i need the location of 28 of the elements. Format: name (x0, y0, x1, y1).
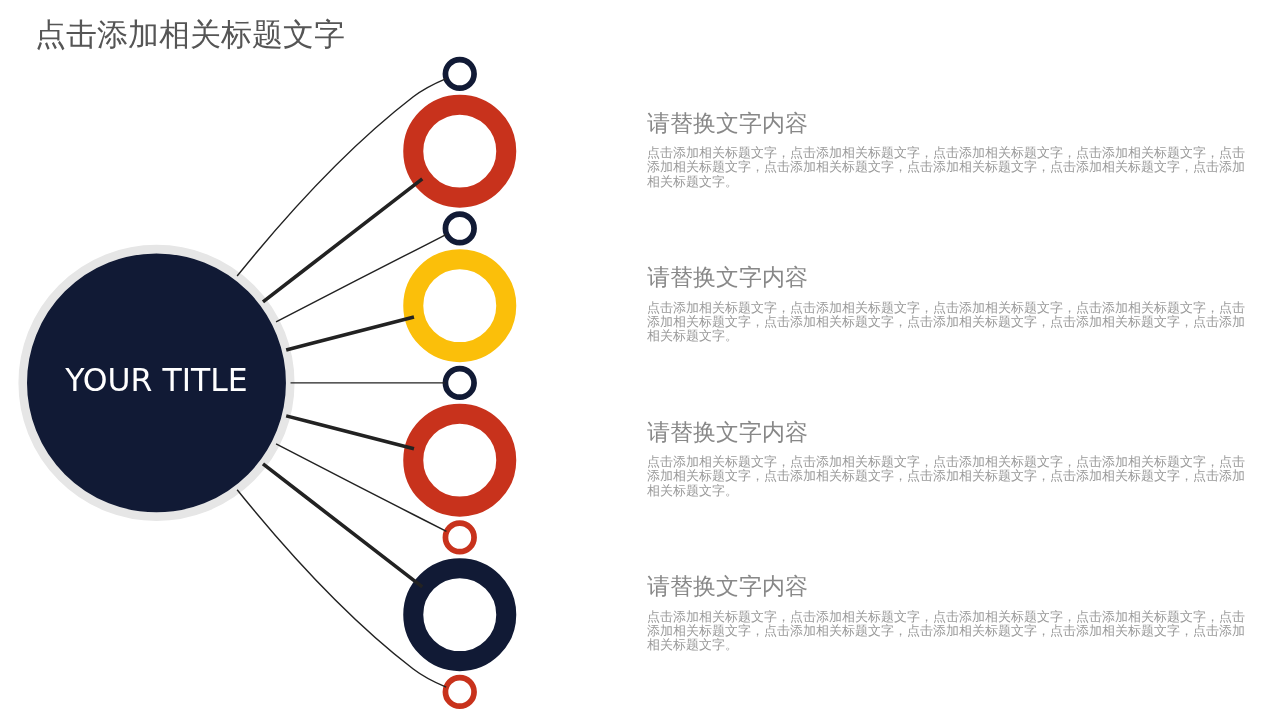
node-label: 点击添加相关标题文字，点击添加相关标题文字，点击添加相关标题文字，点击添加相关标题文字，点击添加相关标题文字，点击添加相关标题文字，点击添加相关标题文字，点击添加相关标题文字，点击添加相关标题文字。 (647, 145, 1246, 189)
node-label: 点击添加相关标题文字，点击添加相关标题文字，点击添加相关标题文字，点击添加相关标题文字，点击添加相关标题文字，点击添加相关标题文字，点击添加相关标题文字，点击添加相关标题文字，点击添加相关标题文字。 (647, 608, 1246, 653)
node-label: 请替换文字内容 (647, 418, 809, 445)
node-label: 请替换文字内容 (647, 109, 809, 136)
node-circle (403, 403, 517, 517)
connector (285, 414, 415, 451)
node-circle (442, 56, 477, 92)
connector (261, 462, 424, 589)
node-circle (403, 558, 517, 672)
node-label: 请替换文字内容 (647, 573, 809, 600)
node-circle (442, 211, 477, 246)
node-label: 点击添加相关标题文字，点击添加相关标题文字，点击添加相关标题文字，点击添加相关标题文字，点击添加相关标题文字，点击添加相关标题文字，点击添加相关标题文字，点击添加相关标题文字，点击添加相关标题文字。 (647, 454, 1246, 498)
connector (275, 233, 448, 323)
connector (289, 382, 446, 384)
node-circle (403, 94, 517, 208)
node-label: 请替换文字内容 (647, 264, 809, 291)
node-circle (442, 674, 477, 710)
connector (285, 315, 415, 352)
connector (236, 77, 447, 277)
node-label: 点击添加相关标题文字，点击添加相关标题文字，点击添加相关标题文字，点击添加相关标题文字，点击添加相关标题文字，点击添加相关标题文字，点击添加相关标题文字，点击添加相关标题文字，点击添加相关标题文字。 (647, 299, 1246, 344)
node-circle (442, 520, 477, 555)
node-circle (442, 365, 477, 401)
node-circle: YOUR TITLE (18, 244, 295, 521)
diagram-title: 点击添加相关标题文字 (35, 15, 346, 52)
connector (275, 443, 448, 533)
node-circle (403, 249, 517, 363)
connector (261, 177, 424, 304)
connector (236, 489, 447, 688)
